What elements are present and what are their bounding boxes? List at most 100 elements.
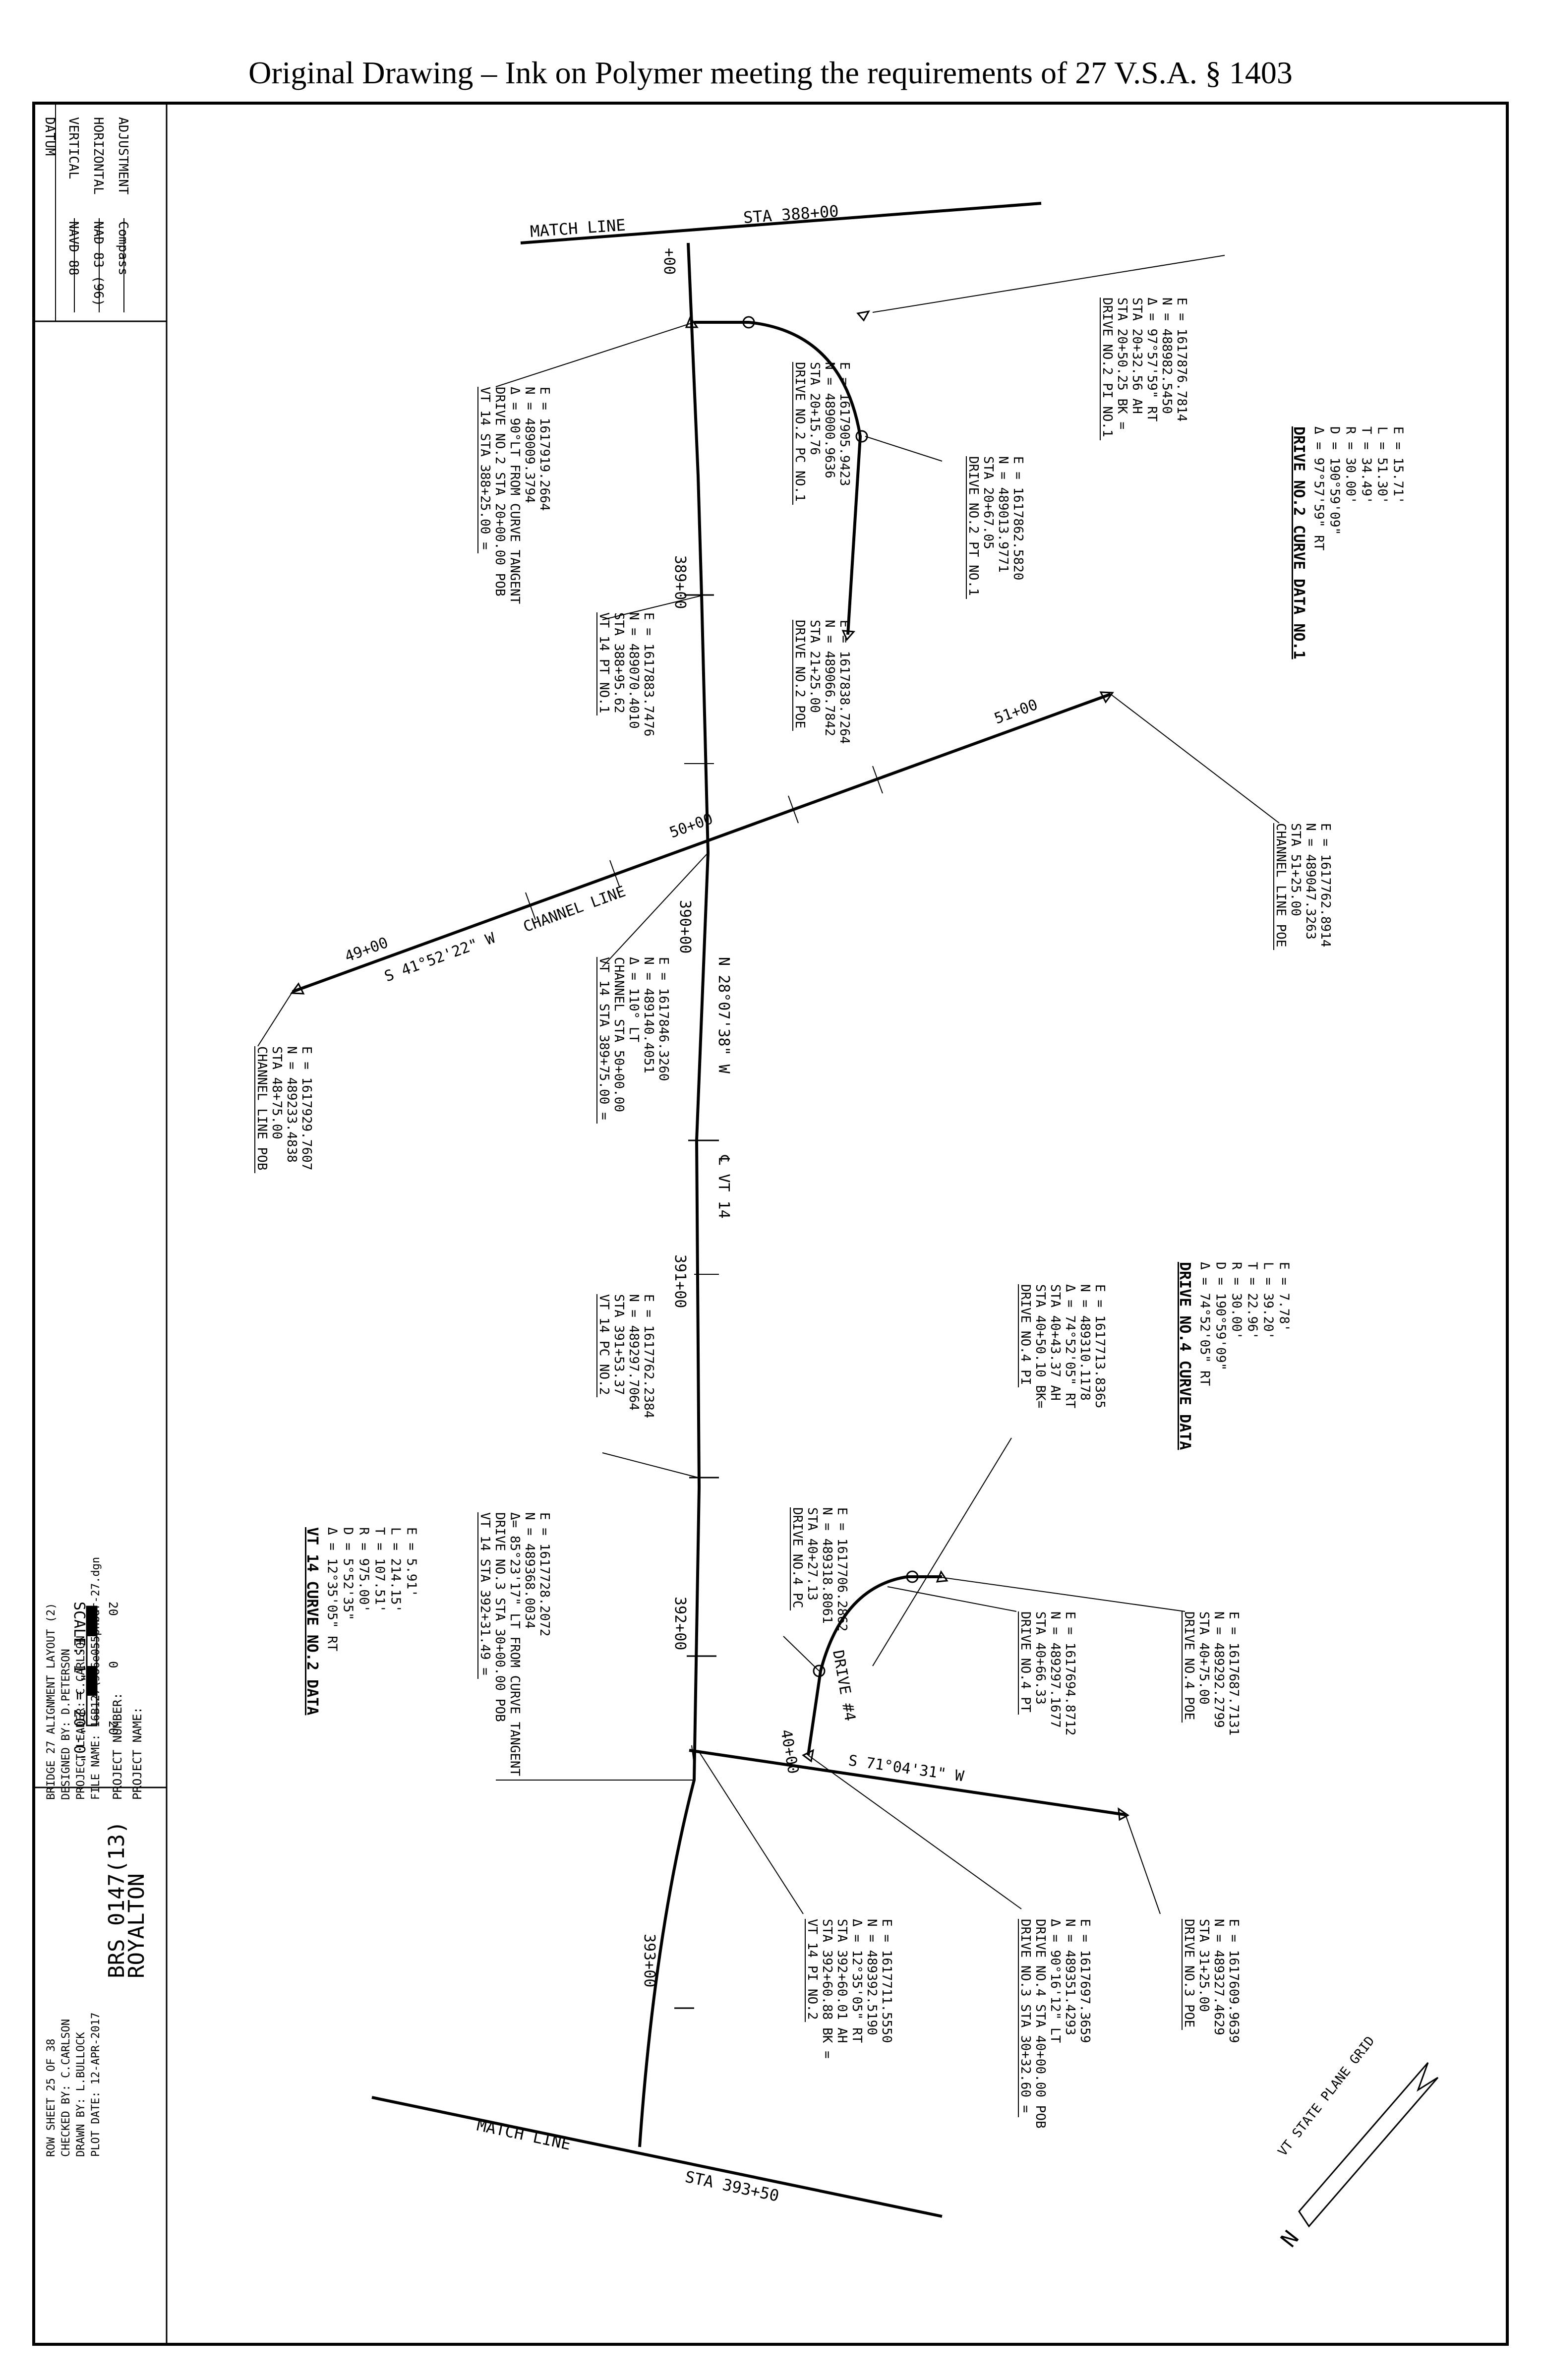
drawn-by: DRAWN BY: L.BULLOCK <box>75 2032 87 2157</box>
datum-label-horizontal: HORIZONTAL <box>91 117 106 195</box>
north-letter: N <box>1276 2226 1304 2252</box>
callout-line: E = 1617609.9639 <box>1226 1919 1241 2043</box>
curve-table-line: T = 34.49' <box>1359 426 1374 504</box>
station-393: 393+00 <box>641 1934 658 1987</box>
callout-line: N = 489000.9636 <box>822 362 837 478</box>
datum-label-adjustment: ADJUSTMENT <box>116 117 130 195</box>
callout-line: VT 14 PI NO.2 <box>805 1919 820 2020</box>
datum-title: DATUM <box>42 117 57 156</box>
project-leader: PROJECT LEADER: C.CARLSON <box>75 1636 87 1800</box>
scale-tick-left: 20 <box>106 1602 120 1616</box>
north-arrow: VT STATE PLANE GRID N <box>1275 2033 1439 2252</box>
drive2-alignment <box>685 255 1225 641</box>
curve-table-line: Δ = 97°57'59" RT <box>1311 426 1326 551</box>
callout-line: DRIVE NO.3 STA 30+32.60 = <box>1018 1919 1033 2113</box>
callout-line: N = 489292.2799 <box>1211 1611 1226 1728</box>
callout-line: CHANNEL LINE POE <box>1273 823 1288 947</box>
curve-table-line: D = 190°59'09" <box>1327 426 1342 535</box>
svg-text:STA 388+00: STA 388+00 <box>743 202 839 227</box>
callout-line: E = 1617929.7607 <box>299 1046 314 1170</box>
callout-drive3-30: DRIVE NO.3 STA 30+32.60 =DRIVE NO.4 STA … <box>1018 1919 1092 2129</box>
curve-table-line: T = 22.96' <box>1245 1262 1260 1340</box>
callout-line: VT 14 STA 389+75.00 = <box>596 957 611 1120</box>
page-header: Original Drawing – Ink on Polymer meetin… <box>248 55 1293 90</box>
callout-line: DRIVE NO.3 POE <box>1182 1919 1196 2027</box>
project-number: BRS 0147(13) <box>104 1821 129 1978</box>
station-389: 389+00 <box>671 555 689 609</box>
scale-label: SCALE: 1" = 20'-0" <box>70 1602 88 1763</box>
scale-tick-right: 20 <box>106 1721 120 1735</box>
plot-date: PLOT DATE: 12-APR-2017 <box>90 2013 102 2157</box>
callout-line: DRIVE NO.2 POE <box>792 620 807 728</box>
callout-line: VT 14 PT NO.1 <box>596 612 611 714</box>
callout-line: STA 20+67.05 <box>981 456 996 549</box>
callout-line: E = 1617919.2664 <box>537 387 552 511</box>
callout-line: CHANNEL STA 50+00.00 <box>611 957 626 1112</box>
drive4-bearing: S 71°04'31" W <box>847 1752 965 1785</box>
callout-line: STA 40+50.10 BK= <box>1033 1284 1048 1408</box>
datum-value-horizontal: NAD 83 (96) <box>91 221 106 306</box>
callout-vt14-389-75: VT 14 STA 389+75.00 =CHANNEL STA 50+00.0… <box>596 957 671 1124</box>
callout-line: E = 1617728.2072 <box>537 1512 552 1636</box>
designed-by: DESIGNED BY: D.PETERSON <box>60 1649 72 1800</box>
callout-line: E = 1617694.8712 <box>1063 1611 1077 1735</box>
callout-line: STA 40+66.33 <box>1033 1611 1048 1705</box>
callout-line: DRIVE NO.4 PT <box>1018 1611 1033 1713</box>
callout-line: E = 1617762.2384 <box>641 1294 656 1418</box>
callout-line: STA 20+32.56 AH <box>1129 298 1144 414</box>
callout-line: DRIVE NO.4 STA 40+00.00 POB <box>1033 1919 1048 2129</box>
callout-line: E = 1617687.7131 <box>1226 1611 1241 1735</box>
callout-line: STA 391+53.37 <box>611 1294 626 1395</box>
scale-bar: 20 0 20 SCALE: 1" = 20'-0" <box>70 1602 120 1763</box>
curve-table-line: R = 30.00' <box>1343 426 1358 504</box>
callout-line: STA 40+27.13 <box>805 1507 820 1601</box>
sheet-border <box>32 102 1509 2346</box>
callout-line: N = 489368.0034 <box>522 1512 537 1629</box>
curve-table-line: D = 5°52'35" <box>341 1527 356 1620</box>
callout-line: E = 1617838.7264 <box>837 620 852 744</box>
callout-line: N = 489327.4629 <box>1211 1919 1226 2035</box>
callout-line: Δ = 74°52'05" RT <box>1063 1284 1077 1409</box>
callout-line: N = 489066.7842 <box>822 620 837 736</box>
curve-table-line: E = 5.91' <box>404 1527 419 1597</box>
project-name-label: PROJECT NAME: <box>130 1707 144 1800</box>
channel-line-label: CHANNEL LINE <box>521 883 628 936</box>
callout-line: Δ = 110° LT <box>626 957 641 1043</box>
sheet-title: BRIDGE 27 ALIGNMENT LAYOUT (2) <box>45 1603 58 1800</box>
curve-table-title: DRIVE NO.4 CURVE DATA <box>1176 1262 1193 1450</box>
checked-by: CHECKED BY: C.CARLSON <box>60 2019 72 2157</box>
callout-line: E = 1617711.5550 <box>879 1919 894 2043</box>
callout-line: STA 20+15.76 <box>807 362 822 455</box>
callout-line: E = 1617876.7814 <box>1174 298 1189 421</box>
callout-line: E = 1617905.9423 <box>837 362 852 486</box>
callout-line: E = 1617706.2862 <box>834 1507 849 1631</box>
callout-line: Δ = 90°16'12" LT <box>1048 1919 1063 2043</box>
callout-line: N = 489297.7064 <box>626 1294 641 1411</box>
callout-line: DRIVE NO.4 PI <box>1018 1284 1033 1385</box>
channel-station-49: 49+00 <box>343 934 391 966</box>
callout-vt14-388-25: VT 14 STA 388+25.00 =DRIVE NO.2 STA 20+0… <box>477 387 552 604</box>
callout-line: Δ = 12°35'05" RT <box>849 1919 864 2043</box>
match-line-top: MATCH LINE STA 388+00 <box>520 202 1042 244</box>
vt14-alignment: +00 389+00 390+00 N 28°07'38" W ℄ VT 14 … <box>638 242 732 2147</box>
callout-line: E = 1617846.3260 <box>656 957 671 1081</box>
callout-line: STA 31+25.00 <box>1196 1919 1211 2012</box>
callout-line: Δ = 90°LT FROM CURVE TANGENT <box>507 387 522 604</box>
callout-line: STA 21+25.00 <box>807 620 822 713</box>
drive4-station-40: 40+00 <box>777 1728 802 1775</box>
